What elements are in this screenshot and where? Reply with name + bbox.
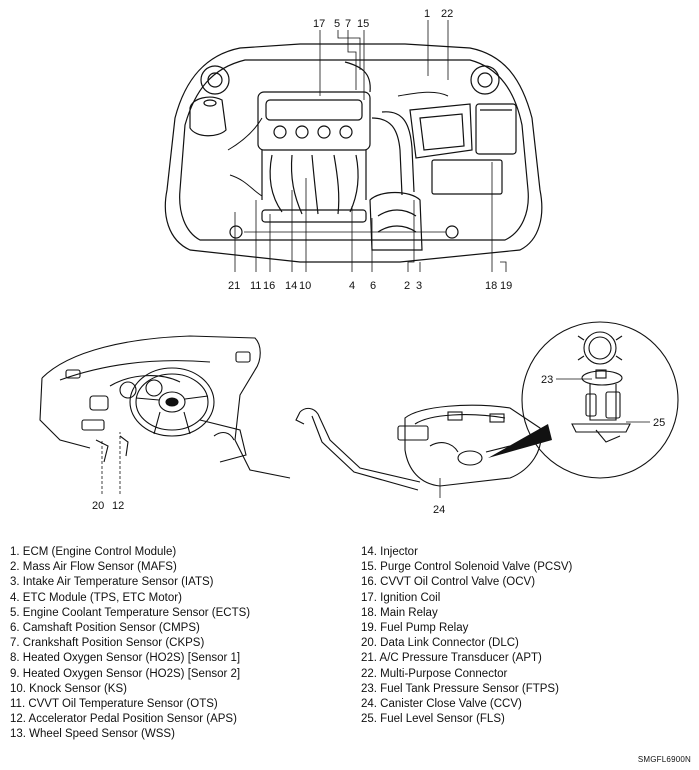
engine-callouts: 17 5 7 15 1 22 21 11 16 14 10 4 6 2 3 18… [228,8,512,292]
callout-18: 18 [485,280,497,292]
legend-item: 18. Main Relay [361,606,438,619]
callout-14: 14 [285,280,297,292]
legend-item: 3. Intake Air Temperature Sensor (IATS) [10,576,214,589]
legend-right-column: 14. Injector 15. Purge Control Solenoid … [361,545,691,727]
callout-12: 12 [112,500,124,512]
engine-leader-lines [234,20,507,272]
legend-item: 17. Ignition Coil [361,591,441,604]
legend-item: 9. Heated Oxygen Sensor (HO2S) [Sensor 2… [10,667,241,680]
fuel-tank-illustration [295,404,542,491]
pump-callouts: 23 25 [541,374,665,429]
legend-left-column: 1. ECM (Engine Control Module) 2. Mass A… [10,545,350,743]
callout-25: 25 [653,417,665,429]
dashboard-callouts: 20 12 [92,500,124,512]
detail-pointer-wedge [488,424,552,458]
fuel-pump-detail [521,321,679,479]
callout-19: 19 [500,280,512,292]
figure-code: SMGFL6900N [637,755,691,764]
callout-4: 4 [349,280,355,292]
legend-item: 4. ETC Module (TPS, ETC Motor) [10,591,182,604]
callout-20: 20 [92,500,104,512]
legend-item: 6. Camshaft Position Sensor (CMPS) [10,622,200,635]
legend-item: 8. Heated Oxygen Sensor (HO2S) [Sensor 1… [10,652,241,665]
legend-item: 16. CVVT Oil Control Valve (OCV) [361,576,536,589]
legend-item: 5. Engine Coolant Temperature Sensor (EC… [10,606,251,619]
legend-item: 12. Accelerator Pedal Position Sensor (A… [10,713,237,726]
callout-16: 16 [263,280,275,292]
callout-21: 21 [228,280,240,292]
legend-item: 15. Purge Control Solenoid Valve (PCSV) [361,561,573,574]
callout-2: 2 [404,280,410,292]
callout-10: 10 [299,280,311,292]
callout-7: 7 [345,18,351,30]
callout-1: 1 [424,8,430,20]
legend-item: 20. Data Link Connector (DLC) [361,637,519,650]
callout-23: 23 [541,374,553,386]
tank-callouts: 24 [433,504,445,516]
dashboard-leader-lines [101,432,121,494]
callout-22: 22 [441,8,453,20]
legend-item: 24. Canister Close Valve (CCV) [361,698,522,711]
pump-leader-lines [556,378,650,423]
legend-item: 19. Fuel Pump Relay [361,622,469,635]
legend-item: 13. Wheel Speed Sensor (WSS) [10,728,175,741]
dashboard-illustration [39,335,291,479]
callout-17: 17 [313,18,325,30]
legend-item: 22. Multi-Purpose Connector [361,667,508,680]
callout-6: 6 [370,280,376,292]
legend-item: 14. Injector [361,546,418,558]
callout-11: 11 [250,280,261,292]
callout-24: 24 [433,504,445,516]
callout-15: 15 [357,18,369,30]
legend-item: 23. Fuel Tank Pressure Sensor (FTPS) [361,682,559,695]
legend-item: 1. ECM (Engine Control Module) [10,546,177,558]
callout-5: 5 [334,18,340,30]
legend-item: 7. Crankshaft Position Sensor (CKPS) [10,637,205,650]
legend-item: 2. Mass Air Flow Sensor (MAFS) [10,561,177,574]
engine-bay-illustration [164,43,543,263]
legend-item: 21. A/C Pressure Transducer (APT) [361,652,542,665]
legend-item: 10. Knock Sensor (KS) [10,682,127,695]
legend-item: 11. CVVT Oil Temperature Sensor (OTS) [10,698,218,711]
legend-item: 25. Fuel Level Sensor (FLS) [361,713,505,726]
callout-3: 3 [416,280,422,292]
